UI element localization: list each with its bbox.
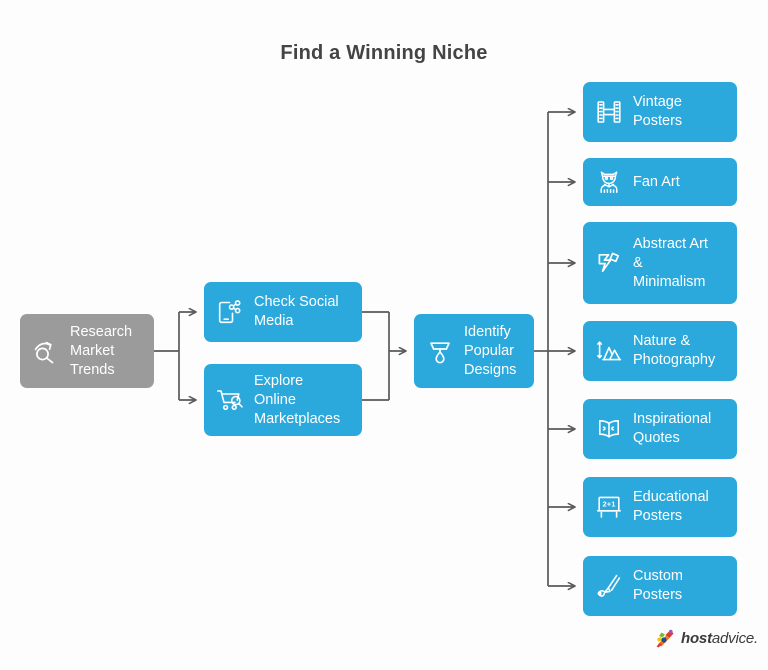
node-custom-posters[interactable]: Custom Posters [583,556,737,616]
node-label: Fan Art [633,173,680,190]
node-fan-art[interactable]: Fan Art [583,158,737,206]
mobile-share-icon [215,295,245,329]
node-label: Abstract Art & Minimalism [633,235,708,290]
open-book-icon [594,412,624,446]
hostadvice-wordmark: hostadvice. [681,630,758,647]
logo-light-text: advice. [711,629,759,647]
node-identify-popular-designs[interactable]: Identify Popular Designs [414,314,534,388]
node-nature-photography[interactable]: Nature & Photography [583,321,737,381]
node-label: Research Market Trends [70,323,133,378]
node-label: Explore Online Marketplaces [254,372,341,427]
node-label: Nature & Photography [633,333,716,368]
node-check-social-media[interactable]: Check Social Media [204,282,362,342]
logo-bold-text: host [681,629,712,647]
node-label: Custom Posters [633,568,683,603]
blackboard-icon: 2+1 [594,490,624,524]
superhero-icon [594,165,624,199]
node-label: Vintage Posters [633,94,683,129]
paint-roller-icon [425,334,455,368]
node-explore-online-marketplaces[interactable]: Explore Online Marketplaces [204,364,362,436]
cart-search-icon [215,383,245,417]
node-research-market-trends[interactable]: Research Market Trends [20,314,154,388]
trend-search-icon [31,334,61,368]
node-label: Identify Popular Designs [464,323,517,378]
mountains-icon [594,334,624,368]
brush-pen-icon [594,569,624,603]
node-vintage-posters[interactable]: Vintage Posters [583,82,737,142]
blackboard-icon-text: 2+1 [603,499,617,508]
page-title: Find a Winning Niche [280,42,488,64]
node-inspirational-quotes[interactable]: Inspirational Quotes [583,399,737,459]
film-strip-icon [594,95,624,129]
node-label: Educational Posters [633,489,709,524]
hostadvice-mascot-icon [655,628,677,648]
node-label: Inspirational Quotes [633,411,712,446]
hostadvice-logo[interactable]: hostadvice. [655,627,758,649]
node-label: Check Social Media [254,294,339,329]
node-educational-posters[interactable]: 2+1 Educational Posters [583,477,737,537]
node-abstract-art-minimalism[interactable]: Abstract Art & Minimalism [583,222,737,304]
abstract-shape-icon [594,246,624,280]
